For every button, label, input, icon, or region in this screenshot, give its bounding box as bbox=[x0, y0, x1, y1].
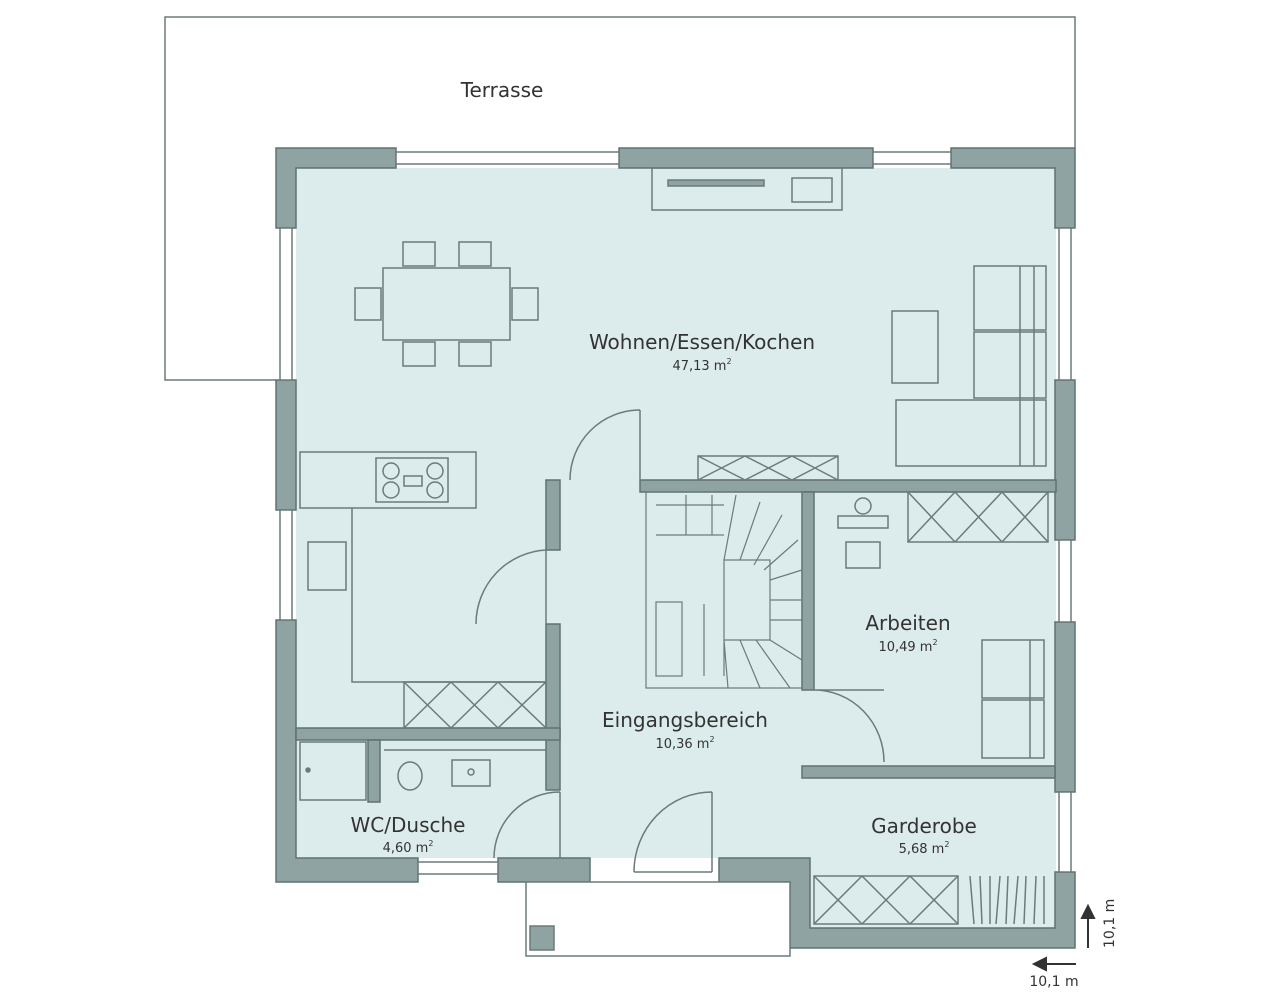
dimension-depth: 10,1 m bbox=[1102, 899, 1118, 948]
room-label-wc: WC/Dusche bbox=[351, 813, 466, 837]
wc-furniture bbox=[299, 741, 546, 801]
dimension-width: 10,1 m bbox=[1029, 974, 1078, 990]
windows bbox=[279, 151, 1072, 875]
room-label-garderobe: Garderobe bbox=[871, 814, 977, 838]
room-area-arbeiten: 10,49 m2 bbox=[878, 638, 937, 655]
arrow-up-icon bbox=[1080, 903, 1096, 948]
room-label-terrasse: Terrasse bbox=[460, 78, 544, 102]
cabinet-living bbox=[697, 455, 839, 481]
door-swings bbox=[475, 409, 885, 873]
office-furniture bbox=[837, 491, 1049, 759]
fireplace bbox=[651, 167, 843, 211]
sofa bbox=[891, 265, 1047, 467]
room-label-wohnen: Wohnen/Essen/Kochen bbox=[589, 330, 815, 354]
floor-areas bbox=[296, 168, 1056, 928]
terrace-outline bbox=[164, 16, 1076, 381]
entrance-step bbox=[525, 881, 791, 957]
dining-table bbox=[354, 241, 539, 367]
room-area-eingang: 10,36 m2 bbox=[655, 735, 714, 752]
arrow-left-icon bbox=[1031, 956, 1076, 972]
staircase bbox=[645, 491, 803, 689]
kitchen bbox=[299, 451, 547, 729]
interior-walls bbox=[295, 479, 1057, 803]
room-label-eingang: Eingangsbereich bbox=[602, 708, 768, 732]
room-label-arbeiten: Arbeiten bbox=[865, 611, 950, 635]
room-area-wc: 4,60 m2 bbox=[383, 839, 434, 856]
room-area-wohnen: 47,13 m2 bbox=[672, 357, 731, 374]
room-area-garderobe: 5,68 m2 bbox=[899, 840, 950, 857]
garderobe-cabinet bbox=[813, 875, 1045, 925]
